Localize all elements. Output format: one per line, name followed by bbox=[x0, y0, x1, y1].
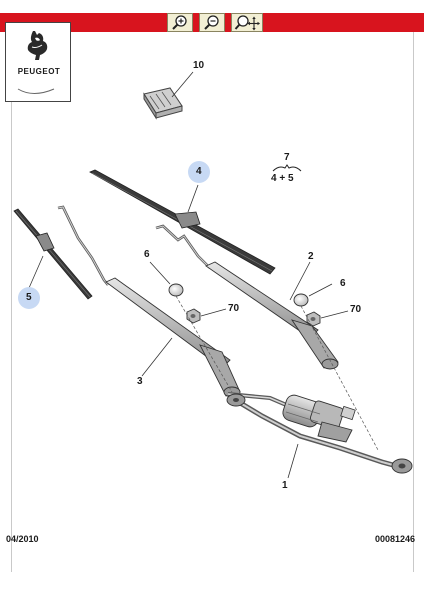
zoom-out-button[interactable] bbox=[199, 13, 225, 32]
callout-6-left: 6 bbox=[144, 249, 150, 260]
leader-line-6a bbox=[149, 261, 171, 285]
callout-4-circle bbox=[188, 161, 210, 183]
callout-10: 10 bbox=[193, 60, 205, 71]
callout-6-right: 6 bbox=[340, 278, 346, 289]
footer-date: 04/2010 bbox=[6, 534, 39, 544]
callout-1: 1 bbox=[282, 480, 288, 491]
wiper-blade-large bbox=[89, 169, 276, 275]
callout-3: 3 bbox=[137, 376, 143, 387]
wiper-arm-right bbox=[155, 224, 339, 370]
leader-line-1 bbox=[287, 443, 299, 479]
nut-cap-left bbox=[168, 283, 184, 297]
leader-line-3 bbox=[141, 337, 173, 377]
footer-reference: 00081246 bbox=[375, 534, 416, 544]
brand-name: PEUGEOT bbox=[17, 67, 61, 76]
leader-line-6b bbox=[308, 283, 333, 297]
assembly-line-left bbox=[175, 295, 233, 393]
callout-70-left: 70 bbox=[228, 303, 240, 314]
brand-logo-card: PEUGEOT bbox=[5, 22, 71, 102]
leader-line-10 bbox=[171, 71, 194, 98]
brand-card-flourish bbox=[17, 88, 55, 94]
callout-5: 5 bbox=[26, 292, 32, 303]
pan-button[interactable] bbox=[231, 13, 263, 32]
frame-left-line bbox=[11, 32, 12, 572]
leader-line-4 bbox=[187, 184, 199, 213]
wiper-motor-linkage bbox=[226, 392, 413, 474]
magnifier-move-icon bbox=[234, 14, 260, 30]
zoom-in-button[interactable] bbox=[167, 13, 193, 32]
lion-icon bbox=[27, 31, 48, 60]
magnifier-minus-icon bbox=[204, 14, 219, 30]
nut-left bbox=[186, 308, 201, 324]
callout-2: 2 bbox=[308, 251, 314, 262]
callout-70-right: 70 bbox=[350, 304, 362, 315]
leader-line-70a bbox=[200, 308, 227, 317]
nut-right bbox=[306, 311, 321, 327]
nut-cap-right bbox=[293, 293, 309, 307]
leader-line-2 bbox=[289, 261, 311, 301]
callout-7-subtitle: 4 + 5 bbox=[271, 173, 294, 184]
callout-7-brace bbox=[272, 164, 302, 172]
connector-part bbox=[143, 87, 183, 120]
leader-line-70b bbox=[320, 310, 349, 319]
wiper-arm-left bbox=[57, 205, 241, 398]
callout-4: 4 bbox=[196, 166, 202, 177]
leader-line-5 bbox=[28, 255, 44, 289]
wiper-blade-small bbox=[13, 208, 93, 300]
frame-right-line bbox=[413, 32, 414, 572]
callout-7: 7 bbox=[284, 152, 290, 163]
magnifier-plus-icon bbox=[172, 14, 187, 30]
assembly-line-right bbox=[300, 305, 379, 451]
callout-5-circle bbox=[18, 287, 40, 309]
